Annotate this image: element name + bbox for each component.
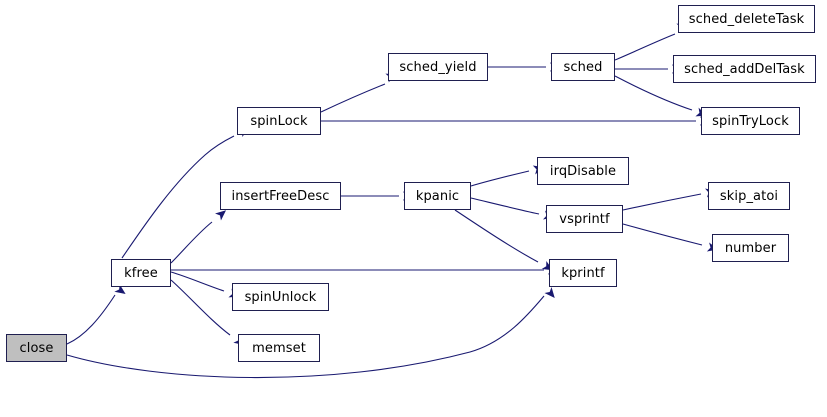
node-spinTryLock[interactable]: spinTryLock [701, 107, 800, 135]
node-label: sched_addDelTask [684, 61, 805, 77]
node-sched_addDelTask[interactable]: sched_addDelTask [673, 55, 816, 83]
node-sched[interactable]: sched [551, 53, 615, 81]
edge-sched-to-sched_deleteTask [614, 33, 676, 61]
edge-kfree-to-spinUnlock [170, 271, 225, 292]
edge-kfree-to-spinLock [121, 135, 235, 259]
node-label: kpanic [415, 188, 460, 204]
edge-sched-to-spinTryLock [614, 75, 693, 111]
edge-kpanic-to-kprintf [454, 209, 539, 263]
node-label: sched_deleteTask [688, 11, 805, 27]
node-close[interactable]: close [6, 334, 67, 362]
node-label: spinLock [250, 113, 308, 129]
edge-close-to-kprintf [66, 295, 545, 379]
edge-kfree-to-memset [170, 279, 231, 336]
node-label: memset [252, 340, 306, 356]
arrowhead-kfree-to-insertFreeDesc [215, 210, 227, 221]
edge-vsprintf-to-number [622, 223, 703, 246]
node-label: skip_atoi [719, 188, 779, 204]
node-kprintf[interactable]: kprintf [549, 259, 617, 287]
node-kfree[interactable]: kfree [111, 259, 171, 287]
node-label: irqDisable [549, 163, 617, 179]
node-label: spinTryLock [712, 113, 789, 129]
edge-spinLock-to-sched_yield [320, 83, 386, 113]
edge-kpanic-to-irqDisable [470, 170, 530, 187]
node-label: vsprintf [559, 211, 610, 227]
node-spinUnlock[interactable]: spinUnlock [232, 283, 329, 311]
node-kpanic[interactable]: kpanic [404, 182, 471, 210]
node-memset[interactable]: memset [238, 334, 320, 362]
node-irqDisable[interactable]: irqDisable [537, 157, 629, 185]
node-label: sched_yield [399, 59, 477, 75]
edge-kfree-to-insertFreeDesc [170, 221, 213, 264]
node-label: close [19, 340, 54, 356]
node-insertFreeDesc[interactable]: insertFreeDesc [220, 182, 341, 210]
arrowhead-close-to-kfree [114, 284, 126, 295]
node-label: spinUnlock [244, 289, 317, 305]
node-sched_deleteTask[interactable]: sched_deleteTask [678, 5, 815, 33]
node-label: number [724, 240, 777, 256]
node-spinLock[interactable]: spinLock [237, 107, 321, 135]
node-sched_yield[interactable]: sched_yield [388, 53, 488, 81]
node-skip_atoi[interactable]: skip_atoi [708, 182, 790, 210]
edge-kpanic-to-vsprintf [470, 197, 540, 215]
arrowhead-close-to-kprintf [544, 287, 555, 299]
node-vsprintf[interactable]: vsprintf [546, 205, 623, 233]
node-label: kfree [124, 265, 158, 281]
node-label: kprintf [561, 265, 605, 281]
edge-vsprintf-to-skip_atoi [622, 193, 702, 211]
node-number[interactable]: number [712, 234, 789, 262]
node-label: insertFreeDesc [231, 188, 330, 204]
edge-close-to-kfree [66, 294, 116, 345]
node-label: sched [563, 59, 603, 75]
